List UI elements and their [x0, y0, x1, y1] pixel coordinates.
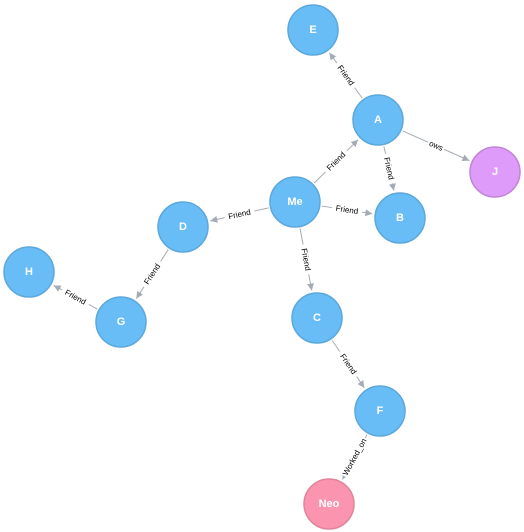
- edge-g-to-h[interactable]: Friend: [53, 284, 98, 310]
- edges-layer: FriendowsFriendFriendFriendFriendFriendF…: [53, 52, 470, 480]
- node-label: Me: [287, 196, 302, 208]
- edge-label-group: Friend: [332, 60, 359, 91]
- edge-label-group: Friend: [335, 348, 361, 380]
- edge-label-group: ows: [426, 137, 446, 154]
- node-g[interactable]: G: [95, 296, 147, 348]
- edge-label-group: Friend: [59, 285, 92, 309]
- edge-label-group: Worked_on: [339, 435, 370, 479]
- node-me[interactable]: Me: [269, 176, 321, 228]
- edge-me-to-d[interactable]: Friend: [210, 206, 269, 223]
- edge-label-background: [380, 152, 398, 185]
- edge-label: Friend: [63, 288, 87, 307]
- edge-label-background: [139, 258, 165, 290]
- node-label: E: [309, 24, 316, 36]
- node-c[interactable]: C: [291, 292, 343, 344]
- node-circle[interactable]: [354, 385, 406, 437]
- node-circle[interactable]: [95, 296, 147, 348]
- node-label: C: [313, 312, 321, 324]
- edge-me-to-a[interactable]: Friend: [313, 139, 359, 184]
- node-label: F: [377, 405, 384, 417]
- edge-label-background: [59, 285, 92, 309]
- edge-label-background: [335, 348, 361, 380]
- edge-label-background: [298, 243, 314, 276]
- node-circle[interactable]: [291, 292, 343, 344]
- edge-me-to-b[interactable]: Friend: [321, 202, 373, 218]
- node-label: A: [374, 114, 382, 126]
- node-label: B: [396, 212, 404, 224]
- edge-c-to-f[interactable]: Friend: [331, 340, 365, 389]
- edge-label: Friend: [299, 248, 312, 272]
- node-neo[interactable]: Neo: [303, 478, 355, 530]
- node-label: J: [492, 166, 498, 178]
- node-circle[interactable]: [3, 246, 55, 298]
- edge-label-group: Friend: [139, 258, 165, 290]
- node-circle[interactable]: [374, 192, 426, 244]
- edge-label: Friend: [335, 204, 359, 216]
- node-d[interactable]: D: [157, 201, 209, 253]
- node-circle[interactable]: [287, 4, 339, 56]
- node-e[interactable]: E: [287, 4, 339, 56]
- edge-me-to-c[interactable]: Friend: [298, 228, 314, 291]
- edge-a-to-j[interactable]: ows: [402, 130, 470, 162]
- edge-label-background: [339, 435, 370, 479]
- edge-label-group: Friend: [223, 206, 256, 223]
- edge-f-to-neo[interactable]: Worked_on: [339, 434, 370, 480]
- edge-label-group: Friend: [298, 243, 314, 276]
- node-label: H: [25, 266, 33, 278]
- edge-label-background: [426, 137, 446, 154]
- edge-label-group: Friend: [380, 152, 398, 185]
- edge-a-to-e[interactable]: Friend: [328, 52, 363, 99]
- node-circle[interactable]: [157, 201, 209, 253]
- edge-label-group: Friend: [331, 202, 363, 218]
- edge-label-background: [223, 206, 256, 223]
- node-circle[interactable]: [269, 176, 321, 228]
- node-label: Neo: [319, 498, 340, 510]
- edge-label-background: [331, 202, 363, 218]
- edge-label: Worked_on: [341, 437, 368, 477]
- node-circle[interactable]: [352, 94, 404, 146]
- node-a[interactable]: A: [352, 94, 404, 146]
- node-h[interactable]: H: [3, 246, 55, 298]
- node-label: D: [179, 221, 187, 233]
- edge-label: Friend: [325, 150, 347, 172]
- edge-label-background: [332, 60, 359, 91]
- node-circle[interactable]: [469, 146, 521, 198]
- node-j[interactable]: J: [469, 146, 521, 198]
- nodes-layer: E A J B MeD H G C F Neo: [3, 4, 521, 530]
- edge-label-group: Friend: [321, 147, 351, 176]
- edge-a-to-b[interactable]: Friend: [380, 146, 398, 191]
- node-circle[interactable]: [303, 478, 355, 530]
- node-b[interactable]: B: [374, 192, 426, 244]
- node-f[interactable]: F: [354, 385, 406, 437]
- edge-d-to-g[interactable]: Friend: [135, 249, 169, 299]
- node-label: G: [117, 316, 126, 328]
- edge-label-background: [321, 147, 351, 176]
